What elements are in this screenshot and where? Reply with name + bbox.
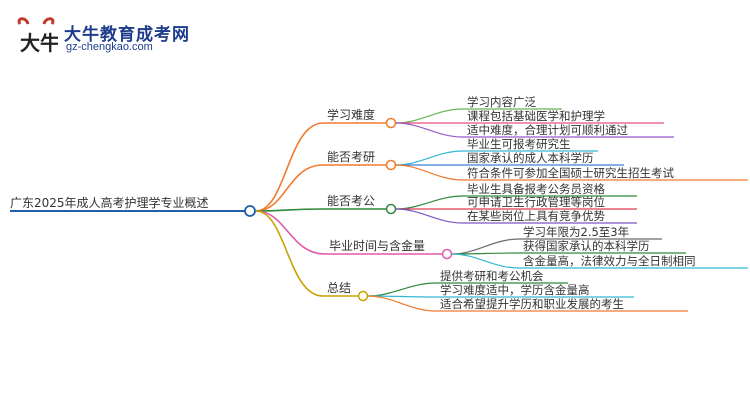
branch-label[interactable]: 能否考公 — [327, 194, 375, 208]
leaf-label[interactable]: 学习内容广泛 — [467, 95, 536, 109]
branch-toggle-icon[interactable] — [441, 248, 453, 260]
branch-toggle-icon[interactable] — [385, 159, 397, 171]
leaf-connector — [395, 208, 464, 224]
leaf-label[interactable]: 毕业生可报考研究生 — [467, 137, 571, 151]
leaf-label[interactable]: 学习难度适中，学历含金量高 — [440, 283, 590, 297]
leaf-connector — [367, 295, 437, 312]
logo-mark-text: 大牛 — [20, 31, 58, 55]
logo-url: gz-chengkao.com — [66, 41, 153, 53]
leaf-label[interactable]: 国家承认的成人本科学历 — [467, 151, 594, 165]
leaf-connector — [395, 164, 464, 181]
leaf-connector — [395, 150, 464, 166]
branch-connector — [255, 210, 326, 255]
bull-logo-icon: 大牛 — [17, 17, 58, 55]
branch-toggle-icon[interactable] — [357, 290, 369, 302]
leaf-label[interactable]: 含金量高，法律效力与全日制相同 — [523, 254, 696, 268]
branch-label[interactable]: 毕业时间与含金量 — [329, 238, 425, 253]
branch-connector — [255, 122, 324, 212]
leaf-connector — [451, 253, 520, 269]
branch-label[interactable]: 能否考研 — [327, 150, 375, 164]
leaf-connector — [395, 108, 464, 124]
branch-label[interactable]: 总结 — [327, 281, 351, 295]
branch-toggle-icon[interactable] — [385, 203, 397, 215]
logo-title: 大牛教育成考网 — [64, 25, 190, 45]
branch-label[interactable]: 学习难度 — [327, 107, 375, 122]
leaf-label[interactable]: 在某些岗位上具有竞争优势 — [467, 209, 605, 223]
leaf-connector — [451, 238, 520, 255]
leaf-connector — [395, 195, 464, 210]
leaf-label[interactable]: 可申请卫生行政管理等岗位 — [467, 195, 605, 209]
site-logo[interactable]: 大牛 大牛教育成考网 gz-chengkao.com — [14, 16, 214, 56]
leaf-label[interactable]: 获得国家承认的本科学历 — [523, 239, 650, 253]
root-toggle-icon[interactable] — [244, 205, 256, 217]
leaf-label[interactable]: 符合条件可参加全国硕士研究生招生考试 — [467, 166, 674, 180]
leaf-label[interactable]: 学习年限为2.5至3年 — [523, 225, 629, 239]
leaf-label[interactable]: 课程包括基础医学和护理学 — [467, 109, 605, 123]
root-topic-label: 广东2025年成人高考护理学专业概述 — [10, 195, 209, 210]
leaf-label[interactable]: 毕业生具备报考公务员资格 — [467, 182, 605, 196]
branch-connector — [255, 164, 324, 212]
leaf-label[interactable]: 适合希望提升学历和职业发展的考生 — [440, 297, 624, 311]
leaf-connector — [367, 282, 437, 297]
branch-connector — [255, 210, 324, 297]
branch-connector — [255, 208, 324, 212]
leaf-connector — [395, 122, 464, 138]
branch-toggle-icon[interactable] — [385, 117, 397, 129]
leaf-label[interactable]: 适中难度，合理计划可顺利通过 — [467, 123, 628, 137]
leaf-label[interactable]: 提供考研和考公机会 — [440, 269, 544, 283]
